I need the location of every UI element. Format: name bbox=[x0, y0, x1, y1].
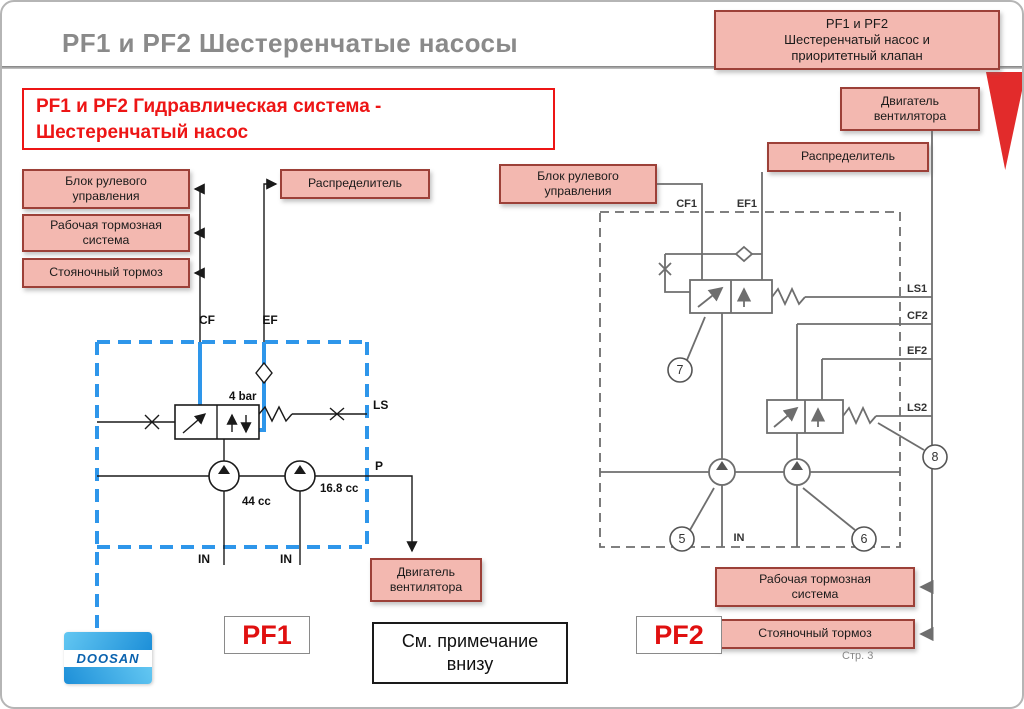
pf1-relief-pressure-label: 4 bar bbox=[229, 391, 257, 403]
pf2-label: PF2 bbox=[636, 616, 722, 654]
callout-circle-7 bbox=[667, 357, 693, 383]
check-valve-icon bbox=[255, 361, 273, 385]
pf1-pump1-displacement-label: 44 cc bbox=[242, 496, 271, 508]
pf2-port-in-label: IN bbox=[734, 532, 745, 544]
system-title-box: PF1 и PF2 Гидравлическая система - Шесте… bbox=[22, 88, 555, 150]
pf1-distributor-box: Распределитель bbox=[280, 169, 430, 199]
pf2-steering-box: Блок рулевого управления bbox=[499, 164, 657, 204]
callout-circle-5 bbox=[669, 526, 695, 552]
pump-icon bbox=[783, 458, 811, 486]
slide-title: PF1 и PF2 Шестеренчатые насосы bbox=[62, 28, 518, 58]
pf1-label: PF1 bbox=[224, 616, 310, 654]
pf1-port-in2-label: IN bbox=[280, 552, 292, 566]
callout-number-7: 7 bbox=[677, 363, 684, 377]
pf2-port-ls2-label: LS2 bbox=[907, 402, 927, 414]
callout-circle-6 bbox=[851, 526, 877, 552]
title-divider bbox=[2, 66, 1022, 69]
spring-icon bbox=[842, 405, 877, 426]
page-number: Стр. 3 bbox=[842, 650, 874, 662]
pf2-port-ef1-label: EF1 bbox=[737, 198, 757, 210]
pf1-service-brake-box: Рабочая тормозная система bbox=[22, 214, 190, 252]
orifice-icon bbox=[144, 414, 160, 430]
pf1-port-p-label: P bbox=[375, 459, 383, 473]
pump-icon bbox=[284, 460, 316, 492]
pf2-service-brake-box: Рабочая тормозная система bbox=[715, 567, 915, 607]
pf2-port-cf1-label: CF1 bbox=[676, 198, 697, 210]
note-box: См. примечание внизу bbox=[372, 622, 568, 684]
pf2-parking-brake-box: Стояночный тормоз bbox=[715, 619, 915, 649]
pf1-fan-motor-box: Двигатель вентилятора bbox=[370, 558, 482, 602]
pf1-port-ls-label: LS bbox=[373, 398, 388, 412]
pf2-port-ef2-label: EF2 bbox=[907, 345, 927, 357]
doosan-logo-wordmark: DOOSAN bbox=[64, 649, 152, 667]
callout-number-8: 8 bbox=[932, 450, 939, 464]
orifice-icon bbox=[658, 262, 672, 276]
doosan-logo-emblem-bottom bbox=[64, 666, 152, 684]
pf2-port-cf2-label: CF2 bbox=[907, 310, 928, 322]
pf1-steering-box: Блок рулевого управления bbox=[22, 169, 190, 209]
callout-circle-8 bbox=[922, 444, 948, 470]
schematic-labels: CF EF LS P 4 bar 44 cc 16.8 cc IN IN CF1… bbox=[198, 198, 939, 566]
pf1-parking-brake-box: Стояночный тормоз bbox=[22, 258, 190, 288]
pf2-schematic bbox=[599, 131, 934, 642]
callout-number-6: 6 bbox=[861, 532, 868, 546]
pump-icon bbox=[708, 458, 736, 486]
pf2-distributor-box: Распределитель bbox=[767, 142, 929, 172]
pump-icon bbox=[208, 460, 240, 492]
orifice-icon bbox=[329, 407, 345, 421]
spring-icon bbox=[258, 405, 293, 423]
pf2-port-ls1-label: LS1 bbox=[907, 283, 927, 295]
pf2-fan-motor-box: Двигатель вентилятора bbox=[840, 87, 980, 131]
spring-icon bbox=[771, 286, 806, 307]
doosan-logo: DOOSAN bbox=[64, 632, 152, 684]
pf2-callout-circles bbox=[667, 357, 948, 552]
pf1-schematic bbox=[97, 178, 418, 565]
doosan-logo-emblem-top bbox=[64, 632, 152, 650]
check-valve-icon bbox=[734, 245, 754, 263]
pf1-pump2-displacement-label: 16.8 cc bbox=[320, 483, 359, 495]
pf1-port-cf-label: CF bbox=[199, 313, 215, 327]
pf1-port-ef-label: EF bbox=[262, 313, 277, 327]
pf1-port-in1-label: IN bbox=[198, 552, 210, 566]
callout-number-5: 5 bbox=[679, 532, 686, 546]
top-right-callout: PF1 и PF2 Шестеренчатый насос и приорите… bbox=[714, 10, 1000, 70]
